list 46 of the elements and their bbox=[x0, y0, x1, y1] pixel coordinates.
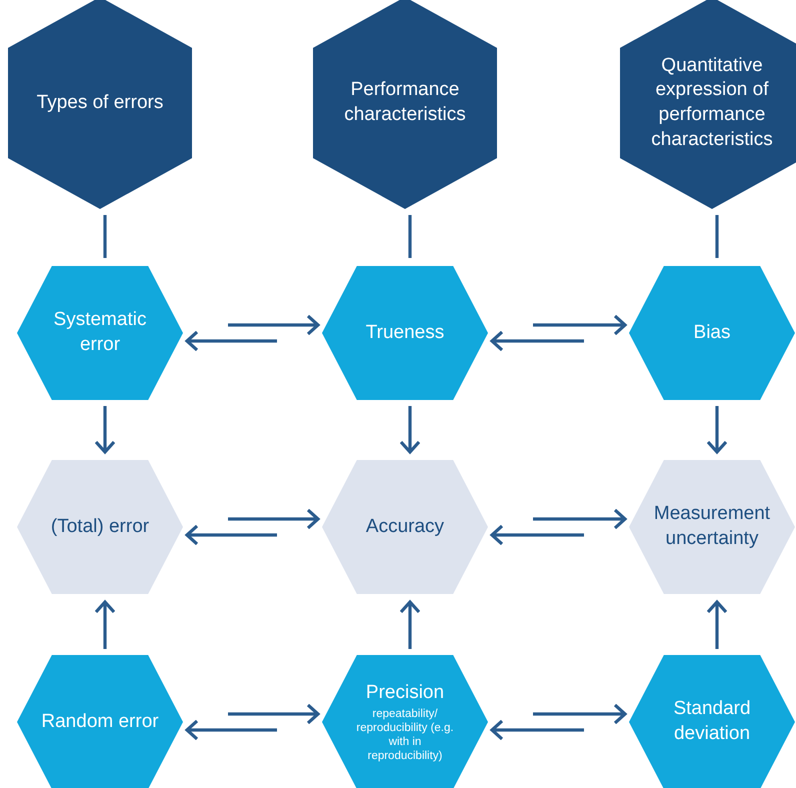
connector-line bbox=[715, 215, 719, 258]
node-title: Accuracy bbox=[366, 514, 444, 539]
arrow bbox=[185, 330, 277, 352]
arrow bbox=[533, 508, 627, 530]
hexagon-node bbox=[322, 655, 488, 788]
connector-line bbox=[103, 215, 107, 258]
node-title: Standard deviation bbox=[672, 697, 752, 746]
node-title: Types of errors bbox=[36, 90, 164, 115]
arrow bbox=[185, 524, 277, 546]
node-title: Systematic error bbox=[52, 308, 148, 357]
node-title: Precision bbox=[366, 680, 444, 705]
node-title: (Total) error bbox=[50, 514, 150, 539]
node-title: Bias bbox=[694, 320, 730, 345]
hexagon-node bbox=[322, 460, 488, 594]
hexagon-node bbox=[322, 266, 488, 400]
hexagon-node bbox=[620, 0, 796, 209]
arrow bbox=[94, 406, 116, 454]
hexagon-node bbox=[629, 266, 795, 400]
arrow bbox=[490, 524, 584, 546]
arrow bbox=[228, 508, 320, 530]
hexagon-node bbox=[629, 655, 795, 788]
node-title: Trueness bbox=[366, 320, 444, 345]
node-title: Quantitative expression of performance characteristics bbox=[650, 54, 774, 152]
hexagon-node bbox=[17, 460, 183, 594]
hexagon-node bbox=[629, 460, 795, 594]
hexagon-node bbox=[17, 655, 183, 788]
node-title: Random error bbox=[41, 710, 159, 734]
arrow bbox=[228, 703, 320, 725]
arrow bbox=[490, 719, 584, 741]
arrow bbox=[228, 314, 320, 336]
node-title: Performance characteristics bbox=[343, 78, 467, 127]
arrow bbox=[490, 330, 584, 352]
arrow bbox=[399, 600, 421, 649]
arrow bbox=[94, 600, 116, 649]
arrow bbox=[706, 600, 728, 649]
node-title: Measurement uncertainty bbox=[652, 502, 772, 551]
hexagon-node bbox=[17, 266, 183, 400]
node-note: repeatability/ reproducibility (e.g. with in reproducibility) bbox=[355, 708, 455, 764]
hexagon-node bbox=[8, 0, 192, 209]
arrow bbox=[185, 719, 277, 741]
arrow bbox=[706, 406, 728, 454]
arrow bbox=[533, 314, 627, 336]
hexagon-node bbox=[313, 0, 497, 209]
connector-line bbox=[408, 215, 412, 258]
arrow bbox=[399, 406, 421, 454]
arrow bbox=[533, 703, 627, 725]
